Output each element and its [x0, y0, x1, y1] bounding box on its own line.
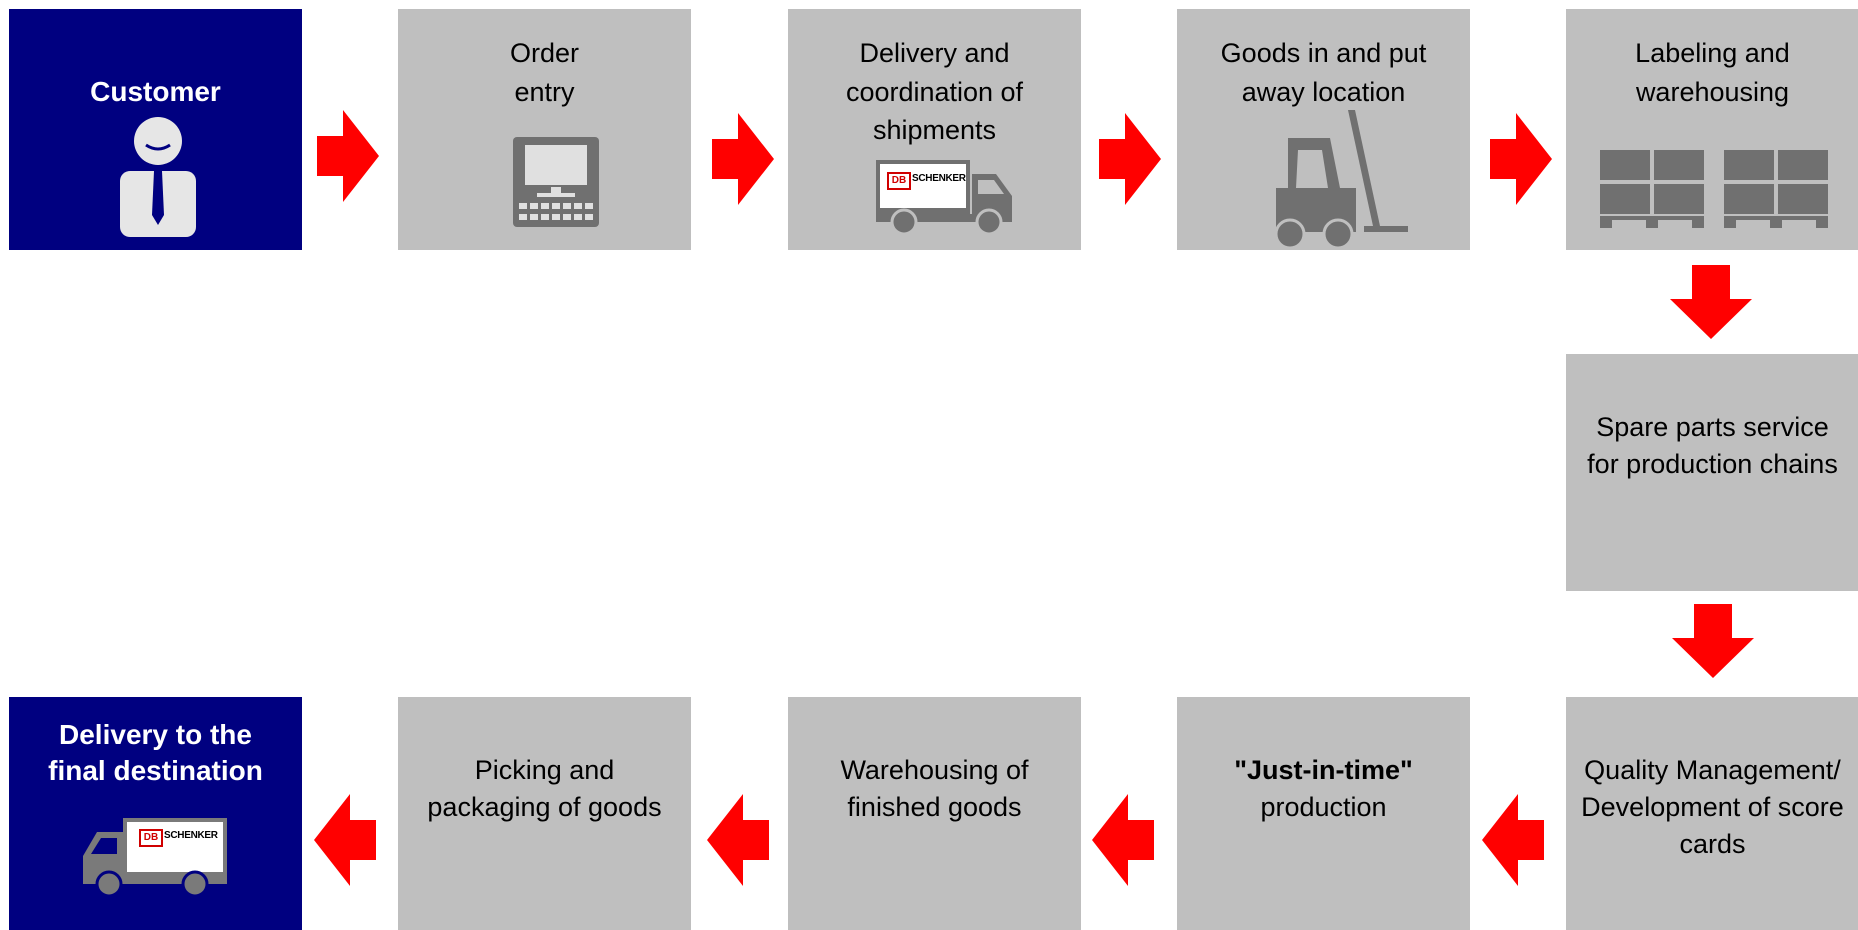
forklift-icon — [1274, 110, 1408, 250]
step-label: Order — [509, 38, 580, 68]
arrow-icon — [1482, 794, 1544, 886]
step-label: Quality Management/ — [1584, 755, 1841, 785]
step-label: Labeling and — [1635, 38, 1790, 68]
step-label: production — [1260, 792, 1387, 822]
person-icon — [120, 117, 196, 237]
step-label: cards — [1679, 829, 1746, 859]
truck-icon: DB SCHENKER — [81, 814, 227, 896]
db-logo: DB — [139, 829, 163, 847]
step-label: Spare parts service — [1596, 412, 1829, 442]
step-label: coordination of — [845, 77, 1024, 107]
step-label: Delivery and — [859, 38, 1010, 68]
step-labeling: Labeling and warehousing — [1566, 9, 1858, 250]
step-goods-in: Goods in and put away location — [1177, 9, 1470, 250]
step-label: Picking and — [474, 755, 615, 785]
step-warehousing-finished: Warehousing of finished goods — [788, 697, 1081, 930]
arrow-icon — [317, 110, 379, 202]
step-customer: Customer — [9, 9, 302, 250]
computer-icon — [513, 137, 599, 227]
step-label: Warehousing of — [840, 755, 1029, 785]
arrow-icon — [314, 794, 376, 886]
db-logo: DB — [887, 172, 911, 190]
pallets-icon — [1600, 150, 1828, 228]
step-jit: "Just-in-time" production — [1177, 697, 1470, 930]
step-label: Customer — [90, 76, 221, 107]
step-label: for production chains — [1587, 449, 1838, 479]
step-delivery-coordination: Delivery and coordination of shipments D… — [788, 9, 1081, 250]
step-label: final destination — [48, 755, 263, 786]
schenker-logo: SCHENKER — [164, 830, 218, 841]
step-label: finished goods — [847, 792, 1022, 822]
step-label: "Just-in-time" — [1234, 755, 1413, 785]
arrow-icon — [712, 113, 774, 205]
truck-icon: DB SCHENKER — [874, 152, 1014, 236]
step-quality: Quality Management/ Development of score… — [1566, 697, 1858, 930]
step-label: Goods in and put — [1220, 38, 1427, 68]
step-label: Development of score — [1581, 792, 1844, 822]
schenker-logo: SCHENKER — [912, 173, 966, 184]
step-label: entry — [514, 77, 575, 107]
arrow-icon — [707, 794, 769, 886]
step-label: shipments — [872, 115, 997, 145]
step-spare-parts: Spare parts service for production chain… — [1566, 354, 1858, 591]
arrow-icon — [1099, 113, 1161, 205]
arrow-icon — [1490, 113, 1552, 205]
step-final-delivery: Delivery to the final destination DB SCH… — [9, 697, 302, 930]
step-label: away location — [1241, 77, 1406, 107]
step-label: Delivery to the — [59, 719, 252, 750]
arrow-icon — [1092, 794, 1154, 886]
step-label: packaging of goods — [427, 792, 662, 822]
step-order-entry: Order entry — [398, 9, 691, 250]
arrow-icon — [1670, 265, 1752, 339]
step-picking: Picking and packaging of goods — [398, 697, 691, 930]
arrow-icon — [1672, 604, 1754, 678]
step-label: warehousing — [1635, 77, 1790, 107]
